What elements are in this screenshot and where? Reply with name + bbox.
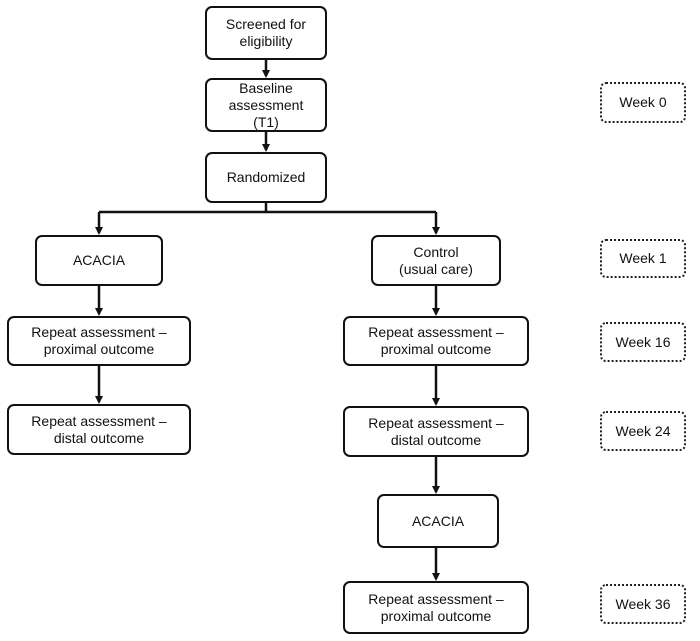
acacia-crossover-box: ACACIA — [377, 494, 499, 548]
randomized-box: Randomized — [205, 152, 327, 203]
screened-box: Screened for eligibility — [205, 6, 327, 60]
acacia-box: ACACIA — [35, 235, 163, 286]
week-0-label: Week 0 — [600, 82, 686, 123]
week-24-label: Week 24 — [600, 411, 686, 451]
proximal-outcome-box-right: Repeat assessment – proximal outcome — [343, 316, 529, 366]
distal-outcome-box-left: Repeat assessment – distal outcome — [7, 404, 191, 455]
distal-outcome-box-right: Repeat assessment – distal outcome — [343, 406, 529, 457]
final-proximal-outcome-box: Repeat assessment – proximal outcome — [343, 581, 529, 634]
proximal-outcome-box-left: Repeat assessment – proximal outcome — [7, 316, 191, 366]
week-16-label: Week 16 — [600, 322, 686, 362]
baseline-box: Baseline assessment (T1) — [205, 78, 327, 132]
control-box: Control (usual care) — [371, 235, 501, 286]
week-36-label: Week 36 — [600, 584, 686, 624]
week-1-label: Week 1 — [600, 239, 686, 278]
